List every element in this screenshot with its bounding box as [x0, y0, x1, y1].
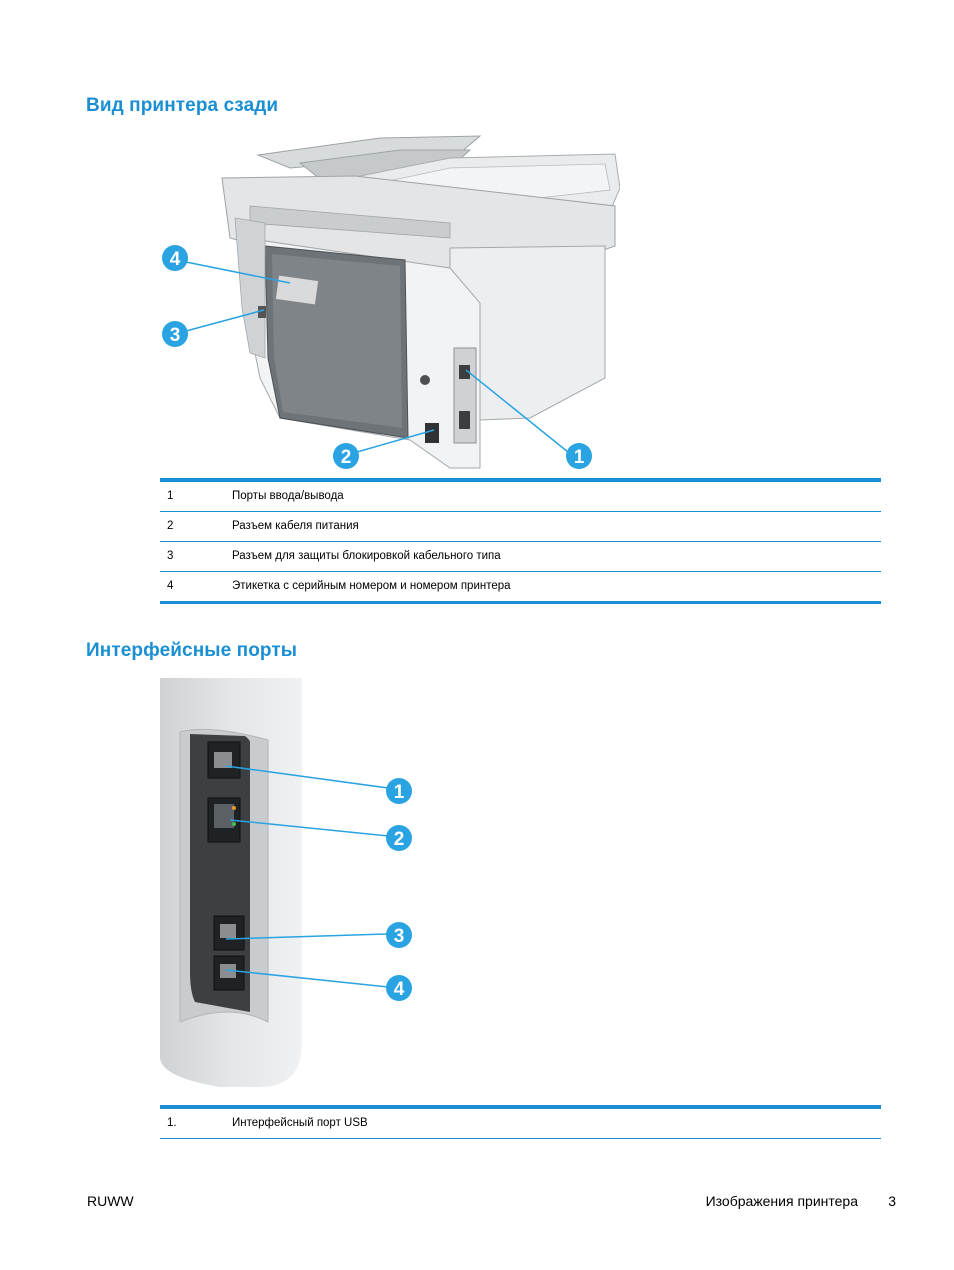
section-title-rear-view: Вид принтера сзади [86, 95, 278, 117]
row-number: 3 [167, 550, 173, 562]
row-text: Разъем кабеля питания [232, 520, 359, 532]
section-title-interface-ports: Интерфейсные порты [86, 640, 297, 662]
interface-ports-legend-table: 1. Интерфейсный порт USB [160, 1105, 881, 1139]
row-number: 1 [167, 490, 173, 502]
row-text: Порты ввода/вывода [232, 490, 344, 502]
table-row: 2 Разъем кабеля питания [160, 511, 881, 541]
table-row: 3 Разъем для защиты блокировкой кабельно… [160, 541, 881, 571]
row-text: Разъем для защиты блокировкой кабельного… [232, 550, 501, 562]
footer-section-title: Изображения принтера [706, 1193, 858, 1209]
row-number: 2 [167, 520, 173, 532]
table-row: 4 Этикетка с серийным номером и номером … [160, 571, 881, 601]
table-row: 1. Интерфейсный порт USB [160, 1109, 881, 1139]
table-bottom-rule [160, 601, 881, 604]
footer-page-number: 3 [888, 1193, 896, 1209]
rear-view-legend-table: 1 Порты ввода/вывода 2 Разъем кабеля пит… [160, 478, 881, 604]
row-text: Интерфейсный порт USB [232, 1117, 368, 1129]
row-number: 1. [167, 1117, 177, 1129]
printer-rear-illustration [150, 128, 620, 473]
row-number: 4 [167, 580, 173, 592]
row-text: Этикетка с серийным номером и номером пр… [232, 580, 511, 592]
footer-doc-code: RUWW [87, 1193, 134, 1209]
table-row: 1 Порты ввода/вывода [160, 482, 881, 511]
interface-ports-illustration [150, 672, 430, 1092]
